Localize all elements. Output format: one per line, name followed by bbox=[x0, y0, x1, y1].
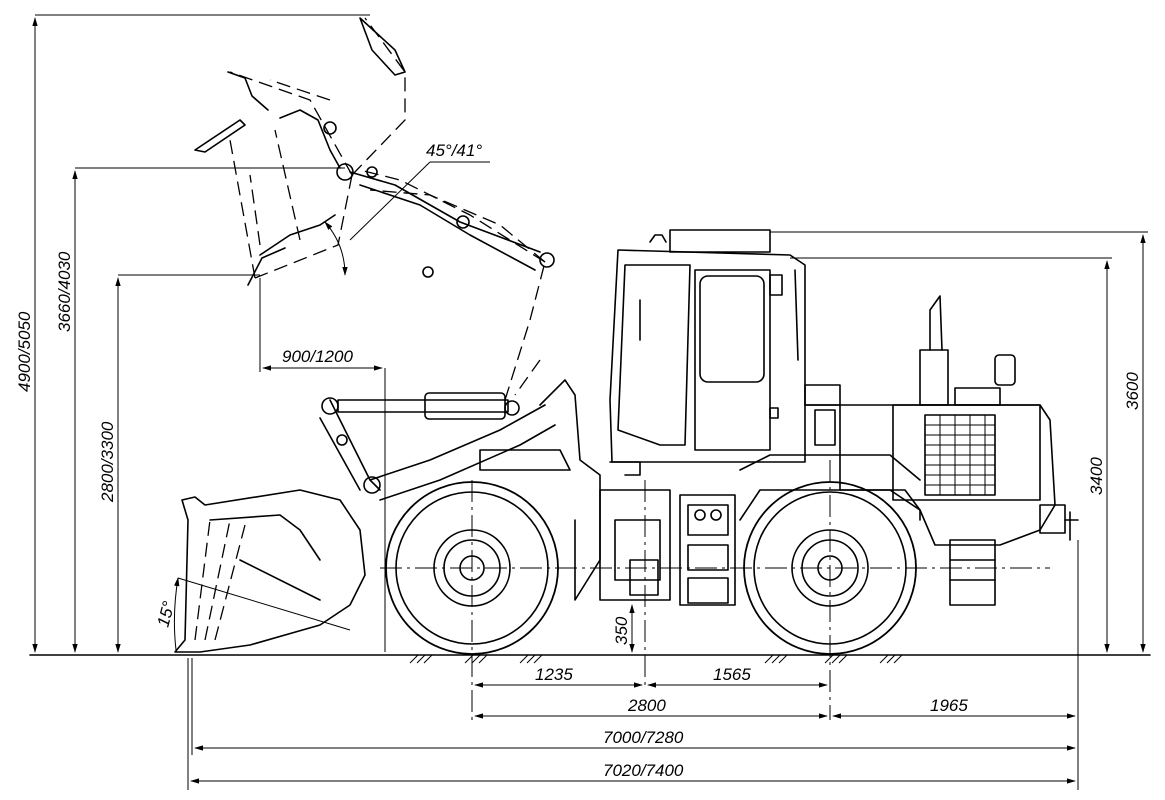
dim-dump-angle: 45°/41° bbox=[426, 141, 482, 160]
dim-pin-height: 3660/4030 bbox=[55, 251, 74, 332]
dim-height-overall: 3600 bbox=[1123, 372, 1142, 410]
engine-hood bbox=[804, 295, 1079, 606]
raised-position-outline bbox=[194, 17, 555, 401]
dim-max-height: 4900/5050 bbox=[15, 311, 34, 392]
dim-hitch-to-rear-axle: 1565 bbox=[713, 665, 751, 684]
dim-height-cab: 3400 bbox=[1087, 457, 1106, 495]
lowered-bucket-and-arm bbox=[174, 379, 601, 653]
dim-dump-clearance: 2800/3300 bbox=[98, 421, 117, 503]
operator-cab bbox=[609, 229, 806, 476]
dim-front-axle-to-hitch: 1235 bbox=[535, 665, 573, 684]
dim-length-bucket-ground: 7000/7280 bbox=[603, 728, 684, 747]
ground-line bbox=[29, 654, 1151, 664]
axle-centerlines bbox=[380, 460, 1050, 720]
radiator-grille bbox=[924, 414, 996, 496]
rollback-angle-dimension bbox=[173, 577, 351, 651]
dim-rear-overhang: 1965 bbox=[930, 696, 968, 715]
dim-dump-reach: 900/1200 bbox=[282, 347, 353, 366]
dim-wheelbase: 2800 bbox=[627, 696, 666, 715]
dim-overall-length: 7020/7400 bbox=[603, 761, 684, 780]
dump-reach-dimension bbox=[259, 278, 386, 652]
bottom-horizontal-dimensions bbox=[187, 540, 1079, 790]
dim-ground-clearance: 350 bbox=[612, 616, 631, 645]
left-vertical-dimensions bbox=[32, 14, 370, 653]
right-vertical-dimensions bbox=[770, 231, 1148, 653]
dump-angle-dimension bbox=[324, 161, 490, 276]
